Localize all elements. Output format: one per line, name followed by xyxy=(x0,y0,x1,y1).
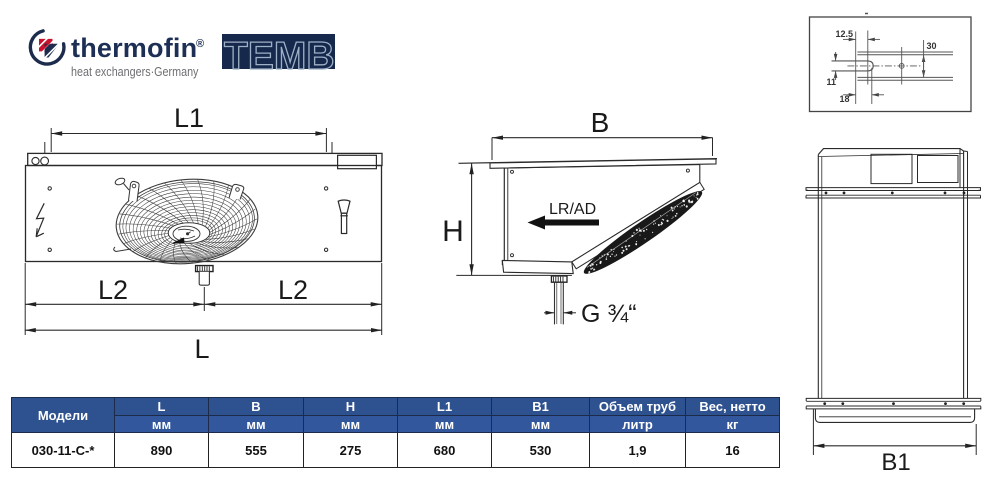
svg-text:G ¾“: G ¾“ xyxy=(581,300,637,328)
svg-text:L: L xyxy=(194,334,209,364)
svg-text:11: 11 xyxy=(827,77,837,87)
svg-text:12.5: 12.5 xyxy=(836,29,854,39)
svg-text:L1: L1 xyxy=(174,103,204,133)
svg-text:L2: L2 xyxy=(278,275,308,305)
svg-text:L2: L2 xyxy=(98,275,128,305)
svg-text:18: 18 xyxy=(840,94,850,104)
svg-text:TEMB: TEMB xyxy=(224,35,335,76)
svg-text:30: 30 xyxy=(927,41,937,51)
svg-text:B: B xyxy=(591,107,610,138)
svg-text:B1: B1 xyxy=(881,449,910,476)
svg-text:LR/AD: LR/AD xyxy=(549,201,596,218)
svg-text:H: H xyxy=(442,215,464,248)
